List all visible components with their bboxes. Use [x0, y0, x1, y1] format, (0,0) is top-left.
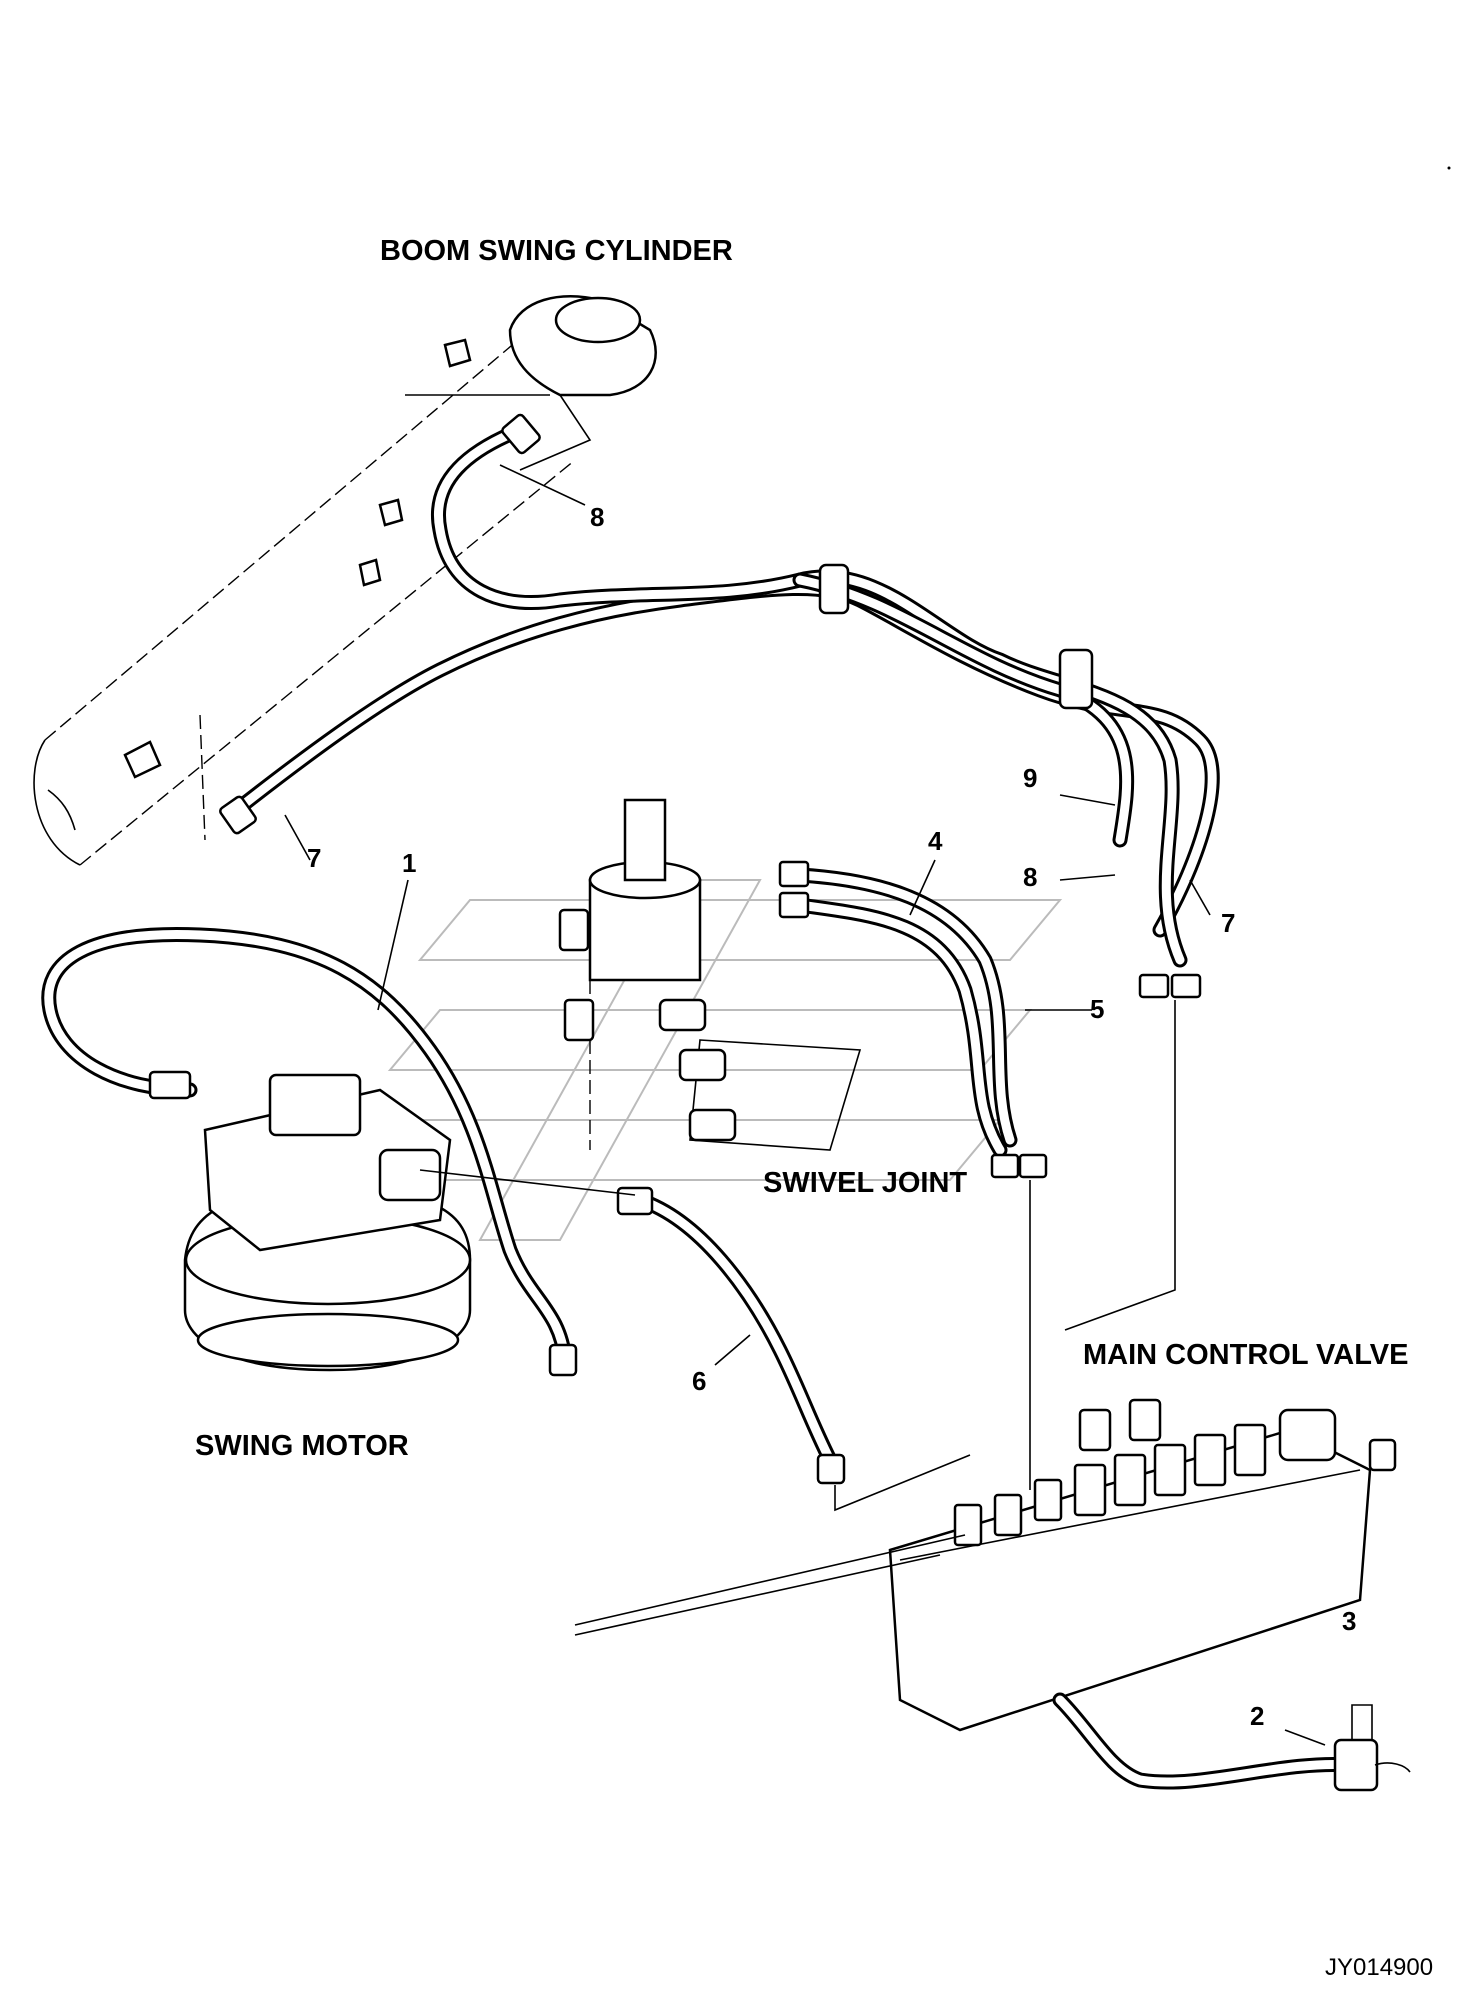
label-swivel-joint: SWIVEL JOINT — [763, 1167, 967, 1199]
hose-4-5 — [778, 860, 1176, 1490]
label-boom-swing-cylinder: BOOM SWING CYLINDER — [380, 235, 733, 267]
swing-motor — [183, 1073, 472, 1372]
main-control-valve — [574, 1398, 1397, 1732]
callout-8-top: 8 — [590, 502, 604, 532]
drawing-code: JY014900 — [1325, 1954, 1433, 1981]
callout-7-right: 7 — [1221, 908, 1235, 938]
label-swing-motor: SWING MOTOR — [195, 1430, 409, 1462]
hose-2-3 — [1052, 1692, 1411, 1792]
callout-4: 4 — [928, 826, 943, 856]
callout-2: 2 — [1250, 1701, 1264, 1731]
callout-8-right: 8 — [1023, 862, 1037, 892]
label-main-control-valve: MAIN CONTROL VALVE — [1083, 1339, 1408, 1371]
swivel-joint — [558, 798, 862, 1151]
callout-3: 3 — [1342, 1606, 1356, 1636]
hose-6 — [419, 1169, 971, 1512]
watermark-logo — [357, 879, 1063, 1241]
callout-7-left: 7 — [307, 843, 321, 873]
callout-6: 6 — [692, 1366, 706, 1396]
callout-9: 9 — [1023, 763, 1037, 793]
leader-lines — [284, 464, 1373, 1746]
callout-1: 1 — [402, 848, 416, 878]
stray-dot — [1447, 166, 1451, 170]
hose-bundle-7-8-9 — [219, 413, 1220, 999]
boom-swing-cylinder — [33, 295, 657, 866]
callout-5: 5 — [1090, 994, 1104, 1024]
hose-1 — [41, 926, 578, 1377]
